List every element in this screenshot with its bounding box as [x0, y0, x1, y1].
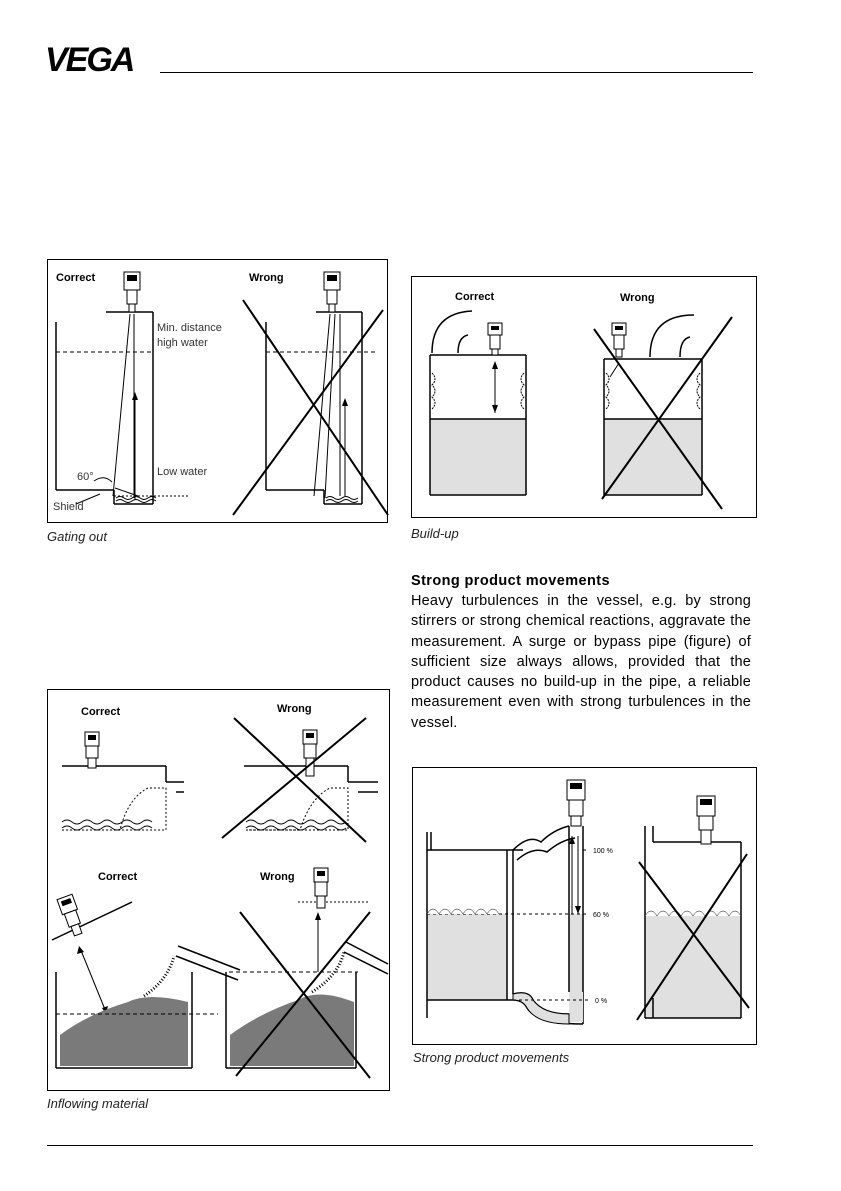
high-water-label: high water: [157, 337, 208, 349]
movements-caption: Strong product movements: [413, 1050, 570, 1065]
movements-pipe-sensor-icon: [566, 779, 586, 827]
inflow-top-correct-sensor-icon: [84, 731, 100, 769]
inflow-correct-bottom-label: Correct: [98, 871, 137, 883]
section-body: Heavy turbulences in the vessel, e.g. by…: [411, 593, 751, 731]
figure-build-up: Correct Wrong: [411, 276, 757, 518]
inflow-bottom-correct-tank: [55, 972, 193, 1069]
level-0-label: 0 %: [595, 998, 607, 1005]
gating-correct-sensor-icon: [123, 271, 141, 313]
min-distance-label: Min. distance: [157, 322, 222, 334]
gating-correct-vessel: [55, 311, 154, 505]
gating-out-diagram: Correct Wrong Min. distance high water L…: [53, 271, 389, 516]
buildup-correct-label: Correct: [455, 291, 494, 303]
figure-gating-out: Correct Wrong Min. distance high water L…: [47, 259, 389, 523]
gating-wrong-sensor-icon: [323, 271, 341, 313]
gating-wrong-label: Wrong: [249, 272, 284, 284]
figure-inflowing-material: Correct Wrong Correct Wrong: [47, 689, 390, 1091]
gating-wrong-vessel: [265, 311, 363, 505]
header-rule: [160, 72, 753, 73]
gating-caption: Gating out: [47, 529, 107, 544]
vega-logo: VEGA: [45, 41, 155, 79]
buildup-correct-tank: [429, 310, 527, 496]
svg-text:VEGA: VEGA: [45, 44, 134, 74]
inflow-bottom-wrong-sensor-icon: [313, 867, 329, 909]
movements-vessel-right: [644, 826, 742, 1019]
inflow-wrong-top-label: Wrong: [277, 703, 312, 715]
footer-rule: [47, 1145, 753, 1146]
buildup-wrong-sensor-icon: [611, 322, 627, 358]
low-water-label: Low water: [157, 466, 207, 478]
inflow-bottom-correct-sensor-icon: [56, 893, 83, 937]
inflowing-material-diagram: Correct Wrong Correct Wrong: [51, 703, 389, 1079]
inflow-wrong-bottom-label: Wrong: [260, 871, 295, 883]
angle-label: 60°: [77, 471, 94, 483]
inflow-bottom-wrong-tank: [225, 972, 357, 1069]
buildup-correct-sensor-icon: [487, 322, 503, 356]
buildup-wrong-label: Wrong: [620, 292, 655, 304]
buildup-wrong-tank: [603, 314, 703, 496]
level-60-label: 60 %: [593, 912, 609, 919]
inflow-top-wrong-roof: [244, 765, 378, 793]
movements-vessel-sensor-icon: [696, 795, 716, 845]
inflow-correct-top-label: Correct: [81, 706, 120, 718]
level-100-label: 100 %: [593, 848, 613, 855]
section-heading: Strong product movements: [411, 573, 610, 589]
figure-strong-product-movements: 100 % 60 % 0 %: [412, 767, 757, 1045]
inflow-top-correct-roof: [62, 765, 184, 793]
shield-label: Shield: [53, 501, 84, 513]
gating-correct-label: Correct: [56, 272, 95, 284]
inflow-top-wrong-sensor-icon: [302, 729, 318, 777]
buildup-caption: Build-up: [411, 526, 459, 541]
build-up-diagram: Correct Wrong: [429, 291, 733, 510]
strong-movements-diagram: 100 % 60 % 0 %: [426, 779, 750, 1025]
movements-vessel-left: [426, 832, 523, 1018]
inflowing-caption: Inflowing material: [47, 1096, 149, 1111]
